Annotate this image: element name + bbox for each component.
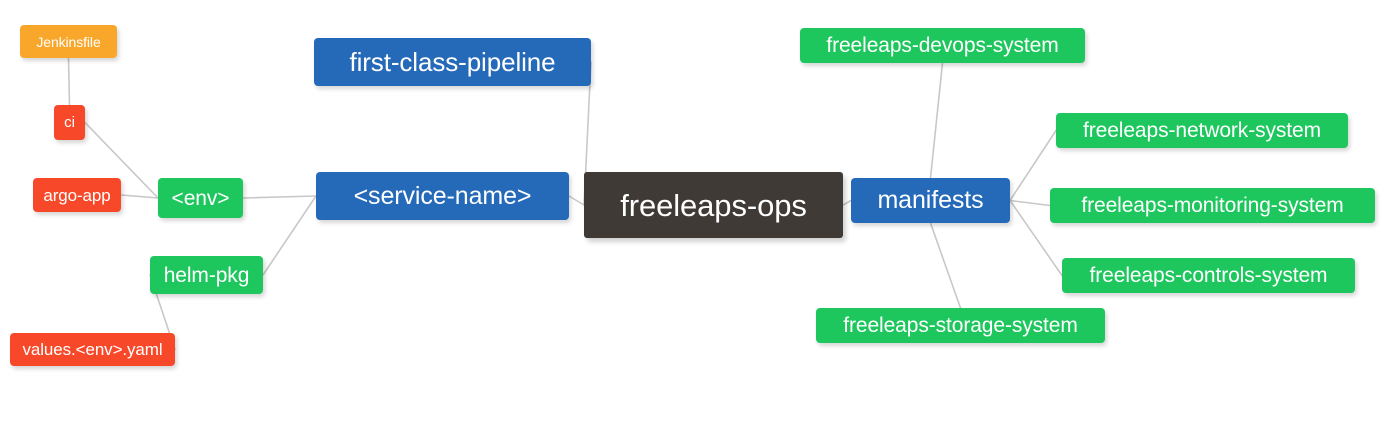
mindmap-node-freeleaps-devops-system[interactable]: freeleaps-devops-system <box>800 28 1085 63</box>
mindmap-node-freeleaps-storage-system[interactable]: freeleaps-storage-system <box>816 308 1105 343</box>
mindmap-node-argo-app[interactable]: argo-app <box>33 178 121 212</box>
mindmap-node-env[interactable]: <env> <box>158 178 243 218</box>
mindmap-node-helm-pkg[interactable]: helm-pkg <box>150 256 263 294</box>
mindmap-edge-service-name-to-env <box>242 195 317 199</box>
mindmap-node-freeleaps-ops[interactable]: freeleaps-ops <box>584 172 843 238</box>
mindmap-edge-manifests-to-freeleaps-devops-system <box>929 62 944 179</box>
mindmap-node-freeleaps-controls-system[interactable]: freeleaps-controls-system <box>1062 258 1355 293</box>
mindmap-node-ci[interactable]: ci <box>54 105 85 140</box>
mindmap-edge-freeleaps-ops-to-service-name <box>568 195 585 206</box>
mindmap-node-freeleaps-network-system[interactable]: freeleaps-network-system <box>1056 113 1348 148</box>
mindmap-edge-freeleaps-ops-to-manifests <box>842 199 852 206</box>
mindmap-edge-env-to-argo-app <box>120 194 159 199</box>
mindmap-node-first-class-pipeline[interactable]: first-class-pipeline <box>314 38 591 86</box>
mindmap-node-manifests[interactable]: manifests <box>851 178 1010 223</box>
mindmap-node-values-env-yaml[interactable]: values.<env>.yaml <box>10 333 175 366</box>
mindmap-edge-manifests-to-freeleaps-monitoring-system <box>1009 199 1051 207</box>
mindmap-node-freeleaps-monitoring-system[interactable]: freeleaps-monitoring-system <box>1050 188 1375 223</box>
mindmap-edge-ci-to-jenkinsfile <box>67 57 71 106</box>
mindmap-edge-service-name-to-helm-pkg <box>262 195 317 276</box>
mindmap-edge-manifests-to-freeleaps-storage-system <box>929 222 962 309</box>
mindmap-node-service-name[interactable]: <service-name> <box>316 172 569 220</box>
mindmap-node-jenkinsfile[interactable]: Jenkinsfile <box>20 25 117 58</box>
mindmap-edge-manifests-to-freeleaps-network-system <box>1009 129 1057 202</box>
